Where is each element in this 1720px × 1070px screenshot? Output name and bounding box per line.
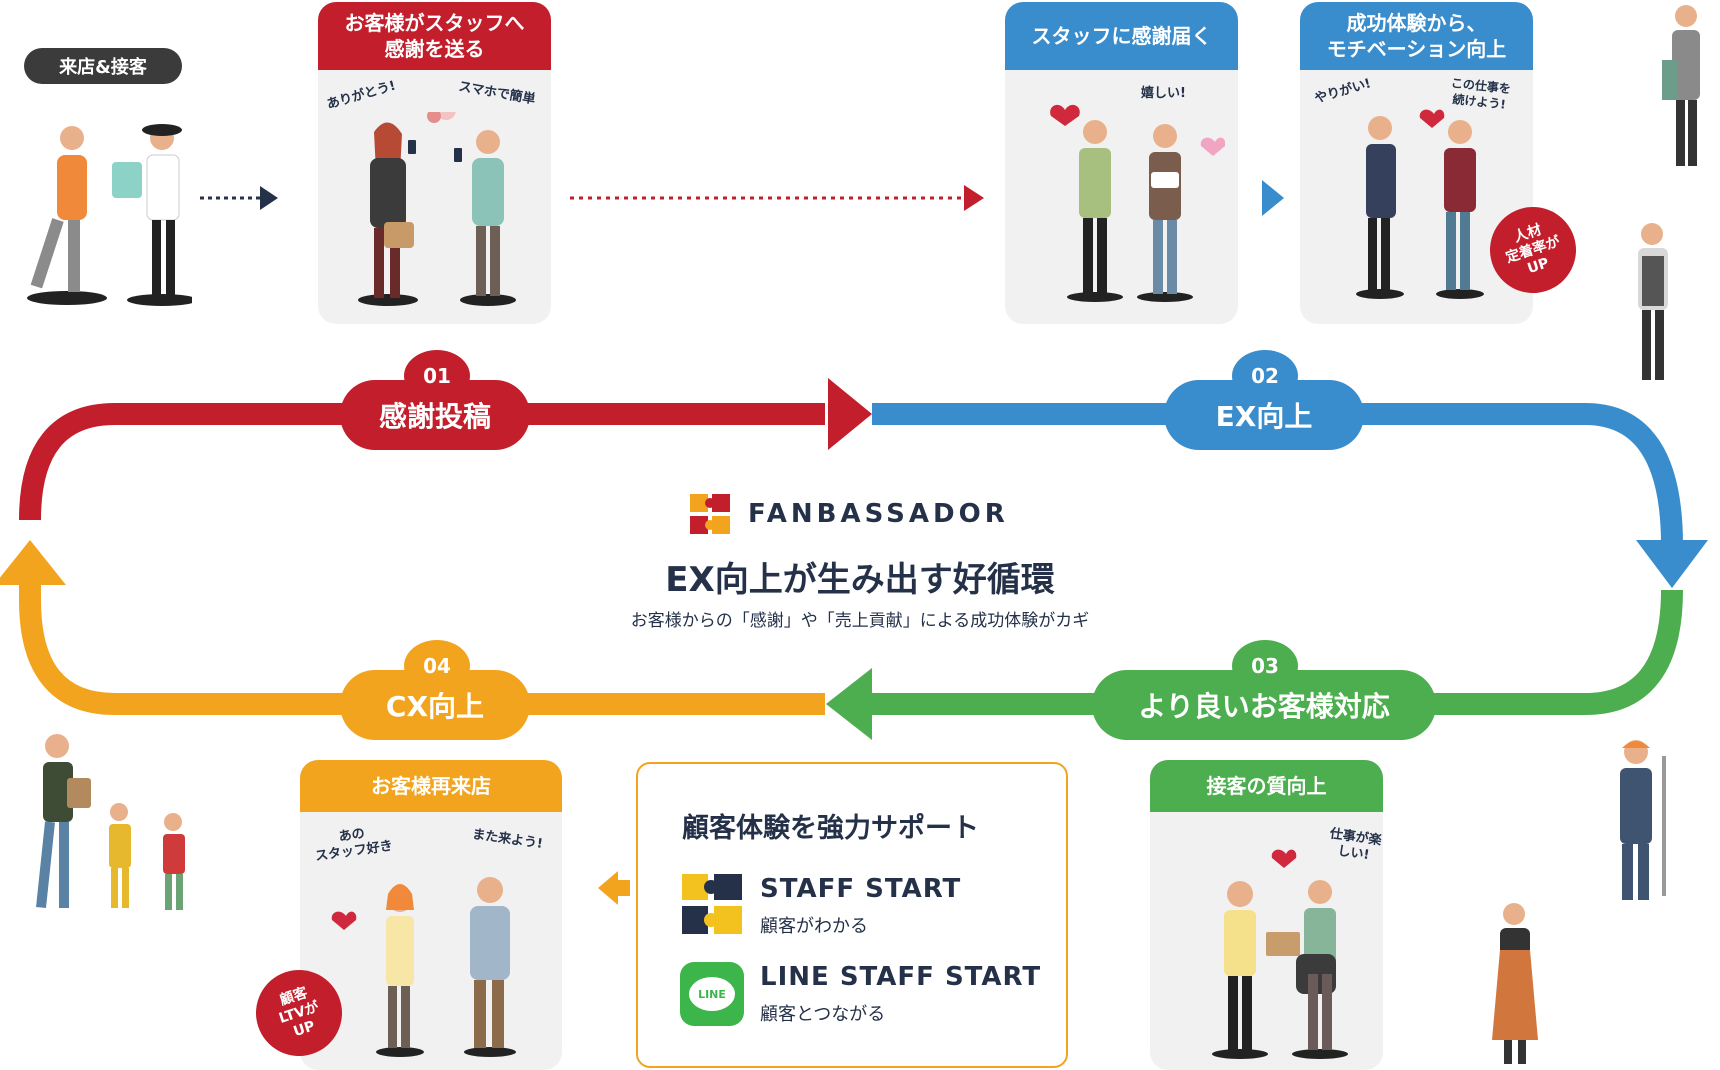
card-motivation-title: 成功体験から、 モチベーション向上 — [1300, 2, 1533, 70]
loop-blue-segment — [872, 403, 1683, 546]
loop-orange-arrowhead — [0, 540, 66, 585]
card-thanks-received-title: スタッフに感謝届く — [1005, 2, 1238, 70]
brand-row: FANBASSADOR — [688, 492, 1009, 536]
loop-green-arrowhead — [826, 668, 872, 740]
line-logo-bubble: LINE — [689, 977, 735, 1011]
line-logo-text: LINE — [698, 987, 726, 1001]
line-logo-icon: LINE — [680, 962, 744, 1026]
loop-green-segment — [870, 589, 1683, 715]
thanks-received-illustration — [1050, 104, 1225, 302]
support-title: 顧客体験を強力サポート — [682, 813, 979, 844]
step-04-pill: CX向上 — [340, 670, 530, 740]
step-03-number: 03 — [1232, 640, 1298, 692]
step-02-number: 02 — [1232, 350, 1298, 402]
line-staff-start-desc: 顧客とつながる — [760, 1004, 886, 1025]
revisit-illustration — [331, 877, 516, 1057]
loop-red-arrowhead — [828, 378, 872, 450]
card-revisit-title: お客様再来店 — [300, 760, 562, 812]
blue-small-arrow — [1262, 180, 1284, 216]
step-02-pill: EX向上 — [1164, 380, 1364, 450]
card-send-thanks: お客様がスタッフへ 感謝を送る ありがとう! スマホで簡単 — [318, 2, 551, 324]
bubble-happy: 嬉しい! — [1141, 86, 1186, 101]
bubble-thanks: ありがとう! — [325, 78, 398, 113]
step-04-number: 04 — [404, 640, 470, 692]
person-right-middle-illustration — [1638, 223, 1668, 380]
step-04-label: CX向上 — [385, 690, 485, 723]
card-quality-title: 接客の質向上 — [1150, 760, 1383, 812]
intro-customers-illustration — [27, 124, 192, 306]
orange-small-arrow-tail — [616, 880, 630, 896]
person-apron-illustration — [1492, 903, 1538, 1064]
person-worker-illustration — [1620, 740, 1666, 900]
bubble-like-staff: あの スタッフ好き — [314, 826, 394, 865]
center-title: EX向上が生み出す好循環 — [665, 560, 1055, 600]
card-send-thanks-title: お客様がスタッフへ 感謝を送る — [318, 2, 551, 70]
intro-label: 来店&接客 — [24, 48, 182, 84]
quality-illustration — [1212, 849, 1348, 1059]
dotted-arrow-intro-head — [260, 186, 278, 210]
loop-blue-arrowhead — [1636, 540, 1708, 588]
bubble-smartphone-easy: スマホで簡単 — [457, 79, 537, 108]
dotted-arrow-red-head — [964, 185, 984, 211]
line-staff-start-name: LINE STAFF START — [760, 962, 1042, 992]
staff-start-desc: 顧客がわかる — [760, 916, 868, 937]
card-quality: 接客の質向上 仕事が楽しい! — [1150, 760, 1383, 1070]
support-box: 顧客体験を強力サポート STAFF START 顧客がわかる LINE LINE… — [636, 762, 1068, 1068]
card-revisit: お客様再来店 あの スタッフ好き また来よう! — [300, 760, 562, 1070]
loop-orange-segment — [19, 585, 825, 715]
family-illustration — [36, 734, 185, 910]
step-01-number: 01 — [404, 350, 470, 402]
center-subtitle: お客様からの「感謝」や「売上貢献」による成功体験がカギ — [630, 611, 1090, 631]
send-thanks-illustration — [358, 112, 516, 306]
staff-start-logo-icon — [682, 874, 742, 934]
step-02-label: EX向上 — [1215, 400, 1313, 433]
card-thanks-received: スタッフに感謝届く 嬉しい! — [1005, 2, 1238, 324]
step-01-label: 感謝投稿 — [378, 400, 491, 433]
staff-start-name: STAFF START — [760, 874, 962, 904]
step-03-label: より良いお客様対応 — [1138, 690, 1390, 723]
motivation-illustration — [1356, 109, 1484, 299]
fanbassador-logo-icon — [690, 494, 730, 534]
loop-red-segment — [19, 403, 825, 521]
bubble-come-again: また来よう! — [471, 827, 544, 852]
person-top-right-illustration — [1662, 5, 1700, 166]
orange-small-arrow — [598, 871, 618, 905]
brand-name: FANBASSADOR — [748, 499, 1009, 529]
